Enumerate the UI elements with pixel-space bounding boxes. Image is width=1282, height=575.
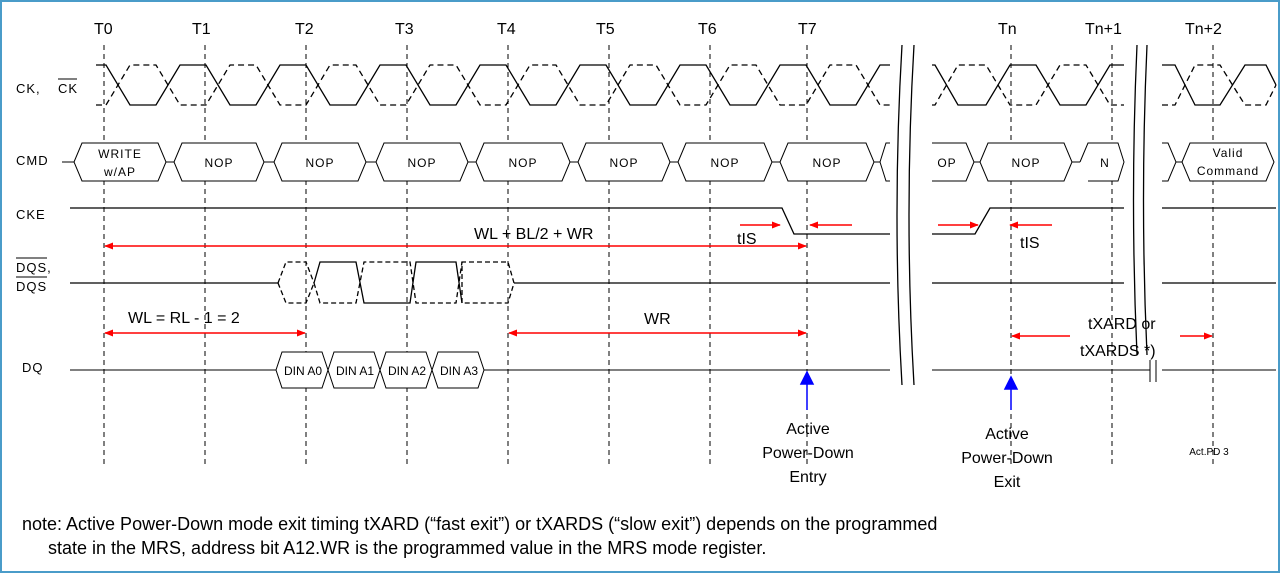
- footnote-line2: state in the MRS, address bit A12.WR is …: [48, 538, 767, 558]
- signal-cke: CKE: [16, 207, 46, 222]
- cmd-nop-7: NOP: [812, 156, 841, 170]
- label-wl-bl-wr: WL + BL/2 + WR: [474, 226, 593, 243]
- clock-label-t3: T3: [395, 21, 414, 38]
- cmd-nop-2: NOP: [305, 156, 334, 170]
- cmd-nop-5: NOP: [609, 156, 638, 170]
- timing-diagram: T0 T1 T2 T3 T4 T5 T6 T7 Tn Tn+1 Tn+2 CK,…: [16, 21, 1277, 491]
- dq-din-a2: DIN A2: [388, 364, 426, 378]
- cmd-write-line2: w/AP: [103, 165, 136, 179]
- signal-cmd: CMD: [16, 153, 49, 168]
- cmd-bus: [62, 142, 1275, 182]
- label-wl: WL = RL - 1 = 2: [128, 310, 240, 327]
- entry-marker-arrowhead: [799, 370, 815, 385]
- cmd-nop-6: NOP: [710, 156, 739, 170]
- annotations: WL + BL/2 + WR tIS tIS WL = RL - 1 = 2 W…: [128, 226, 1156, 360]
- footnote-line1: note: Active Power-Down mode exit timing…: [22, 514, 938, 534]
- label-txard-line1: tXARD or: [1088, 316, 1156, 333]
- signal-ck-bar: CK: [58, 81, 78, 96]
- entry-label-line1: Active: [786, 421, 830, 438]
- label-wr: WR: [644, 311, 671, 328]
- clock-label-t1: T1: [192, 21, 211, 38]
- clock-guides: [103, 45, 1214, 466]
- clock-label-tn1: Tn+1: [1085, 21, 1122, 38]
- clock-label-t4: T4: [497, 21, 516, 38]
- dq-din-a1: DIN A1: [336, 364, 374, 378]
- signal-dqs-bar: DQS: [16, 279, 47, 294]
- label-txard-line2: tXARDS *): [1080, 343, 1156, 360]
- break-marks: [896, 44, 1148, 386]
- event-markers: [799, 370, 1019, 410]
- exit-marker-arrowhead: [1003, 375, 1019, 390]
- cmd-nop-8: NOP: [1011, 156, 1040, 170]
- label-tis-entry: tIS: [737, 231, 757, 248]
- dq-bus: [70, 351, 1276, 389]
- signal-names: CK, CK CMD CKE DQS, DQS DQ: [16, 78, 78, 375]
- entry-label-line2: Power-Down: [762, 445, 854, 462]
- clock-label-tn2: Tn+2: [1185, 21, 1222, 38]
- exit-label-line2: Power-Down: [961, 450, 1053, 467]
- cmd-nop-partial-left: OP: [937, 156, 956, 170]
- signal-dqs: DQS,: [16, 260, 52, 275]
- entry-label-line3: Entry: [789, 469, 826, 486]
- dq-labels: DIN A0 DIN A1 DIN A2 DIN A3: [284, 364, 478, 378]
- clock-label-t2: T2: [295, 21, 314, 38]
- cmd-nop-4: NOP: [508, 156, 537, 170]
- event-labels: Active Power-Down Entry Active Power-Dow…: [762, 421, 1229, 491]
- signal-dq: DQ: [22, 360, 44, 375]
- cmd-nop-3: NOP: [407, 156, 436, 170]
- cke-waveform: [70, 207, 1276, 235]
- clock-label-t0: T0: [94, 21, 113, 38]
- clock-label-t7: T7: [798, 21, 817, 38]
- exit-label-line1: Active: [985, 426, 1029, 443]
- cmd-write-line1: WRITE: [98, 147, 142, 161]
- label-tis-exit: tIS: [1020, 235, 1040, 252]
- dq-din-a3: DIN A3: [440, 364, 478, 378]
- dqs-waveform: [70, 261, 1276, 304]
- clock-label-tn: Tn: [998, 21, 1017, 38]
- signal-ck: CK,: [16, 81, 41, 96]
- cmd-nop-partial-right: N: [1100, 156, 1110, 170]
- cmd-valid-line2: Command: [1197, 164, 1259, 178]
- ck-waveform: [96, 64, 1277, 106]
- clock-label-t5: T5: [596, 21, 615, 38]
- exit-label-line3: Exit: [994, 474, 1021, 491]
- cmd-valid-line1: Valid: [1213, 146, 1244, 160]
- figure-id: Act.PD 3: [1189, 447, 1229, 458]
- clock-labels: T0 T1 T2 T3 T4 T5 T6 T7 Tn Tn+1 Tn+2: [94, 21, 1222, 38]
- timing-arrows: [104, 221, 1213, 340]
- cmd-nop-1: NOP: [204, 156, 233, 170]
- dq-din-a0: DIN A0: [284, 364, 322, 378]
- clock-label-t6: T6: [698, 21, 717, 38]
- cmd-labels: WRITE w/AP NOP NOP NOP NOP NOP NOP NOP O…: [98, 146, 1259, 179]
- footnote: note: Active Power-Down mode exit timing…: [22, 512, 1272, 560]
